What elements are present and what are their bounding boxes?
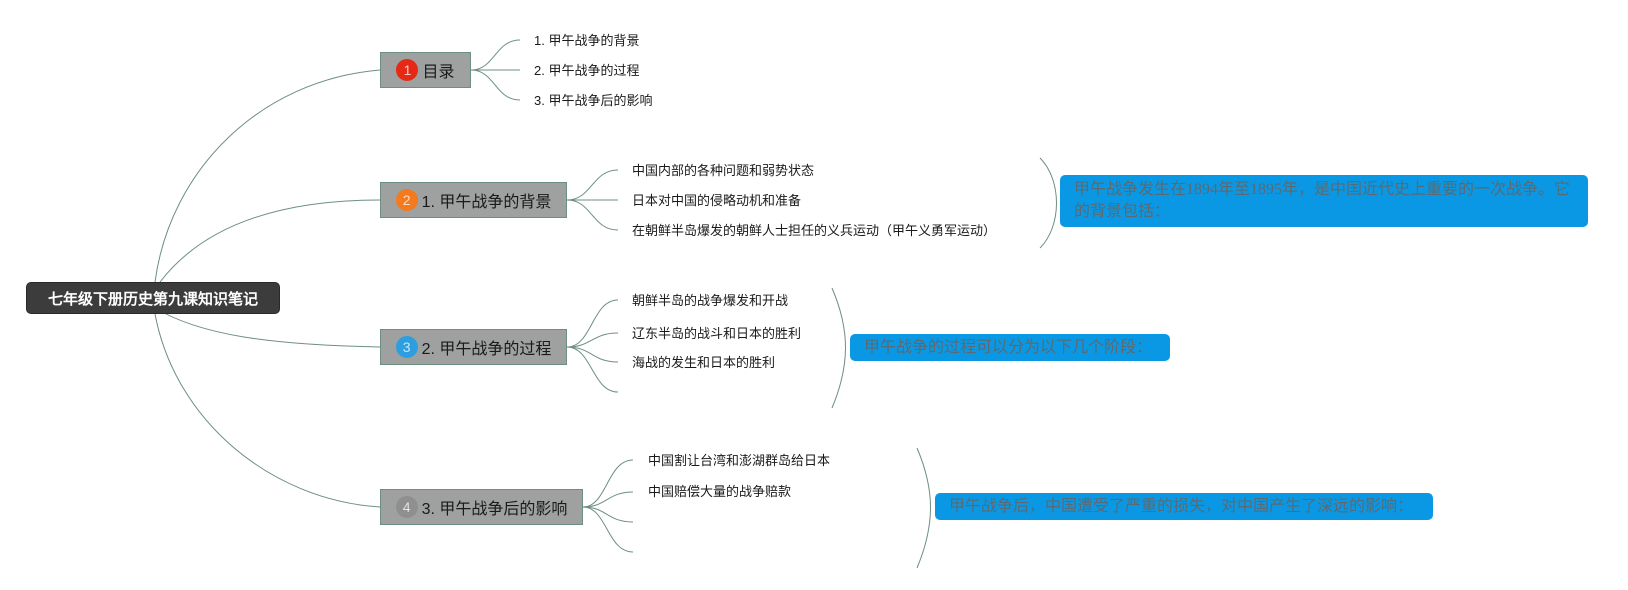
topic-label: 1. 甲午战争的背景 [421,194,552,211]
subtopic-item[interactable]: 3. 甲午战争后的影响 [534,93,653,108]
connector-topic-1-leaf-1 [470,39,521,71]
connector-topic-3-leaf-2 [566,332,619,348]
connector-topic-1-leaf-3 [470,69,521,101]
number-1-icon: 1 [396,59,419,81]
subtopic-item[interactable]: 中国内部的各种问题和弱势状态 [632,163,815,178]
summary-note-text: 甲午战争后，中国遭受了严重的损失，对中国产生了深远的影响： [949,497,1414,515]
connector-root-topic-3 [154,307,381,348]
summary-note[interactable]: 甲午战争发生在1894年至1895年，是中国近代史上重要的一次战争。它的背景包括… [1060,175,1588,227]
subtopic-item[interactable]: 1. 甲午战争的背景 [534,33,640,48]
summary-bracket-topic-2 [1039,157,1057,249]
number-2-icon: 2 [395,189,418,211]
topic-contents[interactable]: 1 目录 [380,52,471,88]
subtopic-item[interactable]: 朝鲜半岛的战争爆发和开战 [632,293,789,308]
summary-note[interactable]: 甲午战争后，中国遭受了严重的损失，对中国产生了深远的影响： [935,493,1433,520]
connector-root-topic-1 [154,69,381,283]
connector-topic-4-leaf-2 [582,491,634,508]
connector-topic-4-leaf-4 [582,506,634,553]
summary-note[interactable]: 甲午战争的过程可以分为以下几个阶段： [850,334,1170,361]
connector-topic-3-leaf-1 [566,299,619,348]
connector-topic-4-leaf-1 [582,459,634,508]
topic-background[interactable]: 2 1. 甲午战争的背景 [380,182,567,218]
topic-label: 2. 甲午战争的过程 [421,341,552,358]
topic-impact[interactable]: 4 3. 甲午战争后的影响 [380,489,583,525]
connector-root-topic-2 [159,199,381,283]
number-3-icon: 3 [395,336,418,358]
subtopic-item[interactable]: 辽东半岛的战斗和日本的胜利 [632,326,802,341]
summary-bracket-topic-4 [916,447,931,569]
number-4-icon: 4 [395,496,418,518]
subtopic-item[interactable]: 中国割让台湾和澎湖群岛给日本 [648,453,831,468]
summary-bracket-topic-3 [831,287,846,409]
connector-root-topic-4 [154,313,381,508]
connector-topic-3-leaf-4 [566,346,619,393]
subtopic-item[interactable]: 2. 甲午战争的过程 [534,63,640,78]
topic-label: 3. 甲午战争后的影响 [421,501,568,518]
connector-topic-2-leaf-3 [566,199,619,231]
subtopic-item[interactable]: 日本对中国的侵略动机和准备 [632,193,802,208]
topic-label: 目录 [422,64,455,81]
connector-topic-2-leaf-1 [566,169,619,201]
subtopic-item[interactable]: 海战的发生和日本的胜利 [632,355,776,370]
summary-note-text: 甲午战争发生在1894年至1895年，是中国近代史上重要的一次战争。它的背景包括… [1074,181,1571,220]
root-topic[interactable]: 七年级下册历史第九课知识笔记 [26,282,280,314]
summary-note-text: 甲午战争的过程可以分为以下几个阶段： [864,338,1153,356]
topic-process[interactable]: 3 2. 甲午战争的过程 [380,329,567,365]
subtopic-item[interactable]: 中国赔偿大量的战争赔款 [648,484,792,499]
subtopic-item[interactable]: 在朝鲜半岛爆发的朝鲜人士担任的义兵运动（甲午义勇军运动） [632,223,997,238]
connector-topic-4-leaf-3 [582,506,634,523]
connector-topic-3-leaf-3 [566,346,619,363]
root-topic-label: 七年级下册历史第九课知识笔记 [47,290,258,308]
